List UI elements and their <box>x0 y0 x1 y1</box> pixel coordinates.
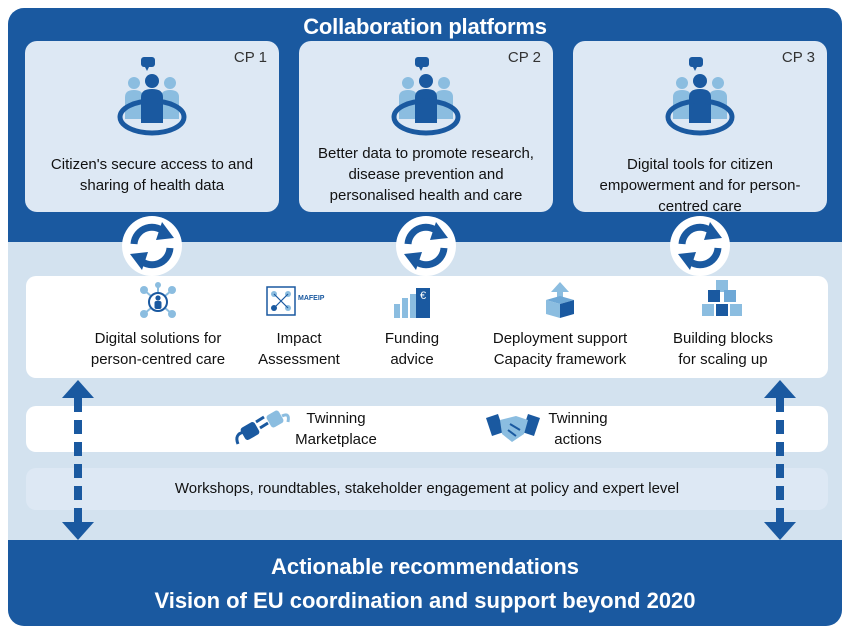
diagram-frame: Collaboration platforms CP 1 Citizen's s… <box>8 8 842 626</box>
mafeip-logo-text: MAFEIP <box>298 295 325 302</box>
platform-label: CP 3 <box>781 49 815 66</box>
chart-bar <box>402 298 408 318</box>
platform-card-cp1: CP 1 Citizen's secure access to and shar… <box>25 41 279 212</box>
handshake-icon <box>486 414 540 442</box>
euro-symbol: € <box>416 288 430 318</box>
people-group-icon <box>391 57 461 136</box>
network-person-icon <box>140 282 176 318</box>
recommendations-band <box>8 540 842 626</box>
cubes-icon <box>702 280 742 316</box>
sync-arrows-icon <box>122 216 182 276</box>
chart-bar <box>394 304 400 318</box>
recommendations-title: Actionable recommendations <box>270 554 580 579</box>
platform-label: CP 2 <box>507 49 541 66</box>
vision-subtitle: Vision of EU coordination and support be… <box>154 588 696 613</box>
twinning-panel <box>26 406 828 452</box>
chart-bar <box>410 294 416 318</box>
double-arrow-icon <box>62 380 94 540</box>
double-arrow-icon <box>764 380 796 540</box>
platform-card-cp3: CP 3 Digital tools for citizen empowerme… <box>573 41 827 215</box>
euro-chart-icon: € <box>394 288 430 318</box>
platform-card-cp2: CP 2 Better data to promote research, di… <box>299 41 553 212</box>
platform-description: Citizen's secure access to and sharing o… <box>50 156 254 194</box>
mafeip-icon: MAFEIP <box>266 286 326 316</box>
people-group-icon <box>117 57 187 136</box>
platform-description: Digital tools for citizen empowerment an… <box>599 156 801 215</box>
box-arrow-icon <box>546 282 574 318</box>
workshops-bar: Workshops, roundtables, stakeholder enga… <box>26 468 828 510</box>
plug-icon <box>235 410 290 445</box>
sync-arrows-icon <box>670 216 730 276</box>
platform-description: Better data to promote research, disease… <box>318 145 534 204</box>
page-title: Collaboration platforms <box>303 14 547 39</box>
people-group-icon <box>665 57 735 136</box>
platform-label: CP 1 <box>233 49 267 66</box>
mafeip-logo-icon <box>266 286 296 316</box>
sync-arrows-icon <box>396 216 456 276</box>
